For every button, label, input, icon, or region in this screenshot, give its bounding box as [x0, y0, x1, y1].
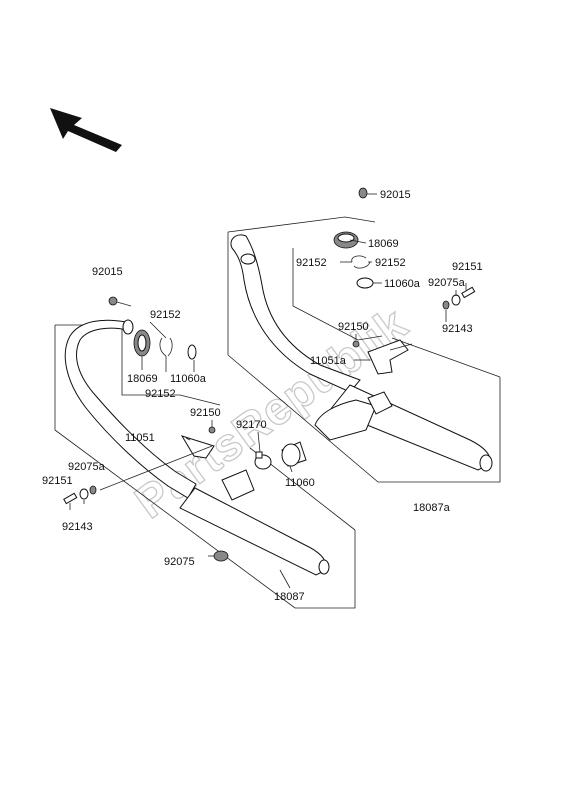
bracket-11051a: [367, 339, 413, 375]
label-92075: 92075: [164, 556, 195, 568]
damper-92075: [213, 550, 229, 562]
clamp-92170: [254, 451, 272, 470]
label-92152-top-left: 92152: [296, 257, 327, 269]
label-18069-top: 18069: [368, 238, 399, 250]
label-92152-top-right: 92152: [375, 257, 406, 269]
bolt-92151-left: [63, 492, 78, 505]
label-92170: 92170: [236, 419, 267, 431]
bolt-92150-right: [352, 340, 360, 348]
bolt-92151-right: [461, 286, 476, 299]
label-92075a-left: 92075a: [68, 461, 106, 473]
left-leader-lines: [69, 301, 293, 589]
label-11060: 11060: [285, 477, 315, 489]
label-92075a-right: 92075a: [428, 277, 466, 289]
washer-92075a-left: [79, 488, 89, 500]
label-92151-left: 92151: [42, 475, 73, 487]
clamp-92152-left: [159, 337, 173, 357]
nut-92015-left: [108, 296, 118, 306]
label-92152-left-b: 92152: [145, 388, 176, 400]
washer-92075a-right: [451, 294, 461, 306]
gasket-18069-top: [333, 231, 359, 249]
right-assembly-frame: [227, 216, 501, 483]
bolt-92150-left: [208, 426, 216, 434]
label-92015-left: 92015: [92, 266, 123, 278]
label-18087: 18087: [274, 591, 305, 603]
front-direction-arrow-icon: [50, 108, 122, 152]
label-92143-right: 92143: [442, 323, 473, 335]
nut-92015-top: [358, 187, 368, 199]
clamp-92152-top: [351, 255, 371, 269]
nut-92143-left: [89, 485, 97, 495]
nut-92143-right: [442, 300, 450, 310]
label-92143-left: 92143: [62, 521, 93, 533]
ring-11060a-left: [187, 344, 197, 360]
label-18087a: 18087a: [413, 502, 451, 514]
label-92015-top: 92015: [380, 189, 411, 201]
gasket-18069-left: [133, 329, 151, 357]
label-92152-left-a: 92152: [150, 309, 181, 321]
label-11060a-left: 11060a: [170, 373, 207, 385]
right-leader-lines: [340, 193, 467, 361]
right-header-pipe: [230, 234, 361, 393]
ring-11060a-top: [356, 277, 374, 289]
left-header-pipe: [64, 319, 197, 499]
label-11060a-top: 11060a: [384, 278, 421, 290]
label-92150-left: 92150: [190, 407, 221, 419]
label-92151-right: 92151: [452, 261, 483, 273]
connector-11060: [281, 441, 307, 467]
label-11051a: 11051a: [310, 355, 347, 367]
bracket-11051: [180, 435, 215, 459]
left-muffler: [179, 469, 330, 576]
label-18069-left: 18069: [127, 373, 158, 385]
part-labels: 92015 18069 92152 92152 11060a 92151 920…: [42, 189, 483, 603]
label-92150-right: 92150: [338, 321, 369, 333]
right-muffler: [314, 384, 493, 472]
label-11051: 11051: [125, 432, 155, 444]
